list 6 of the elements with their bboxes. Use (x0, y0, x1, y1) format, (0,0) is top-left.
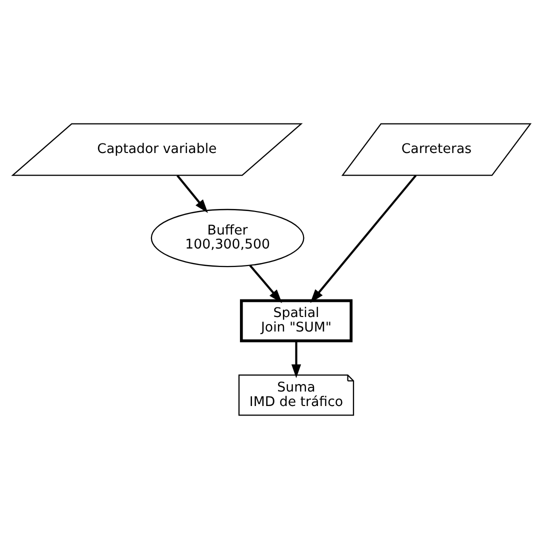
arrow (176, 174, 208, 214)
arrow (249, 264, 282, 304)
arrow (310, 174, 417, 303)
node-ellipse: Buffer 100,300,500 (150, 208, 304, 268)
node-box: Spatial Join "SUM" (240, 299, 353, 342)
arrow (291, 341, 302, 378)
